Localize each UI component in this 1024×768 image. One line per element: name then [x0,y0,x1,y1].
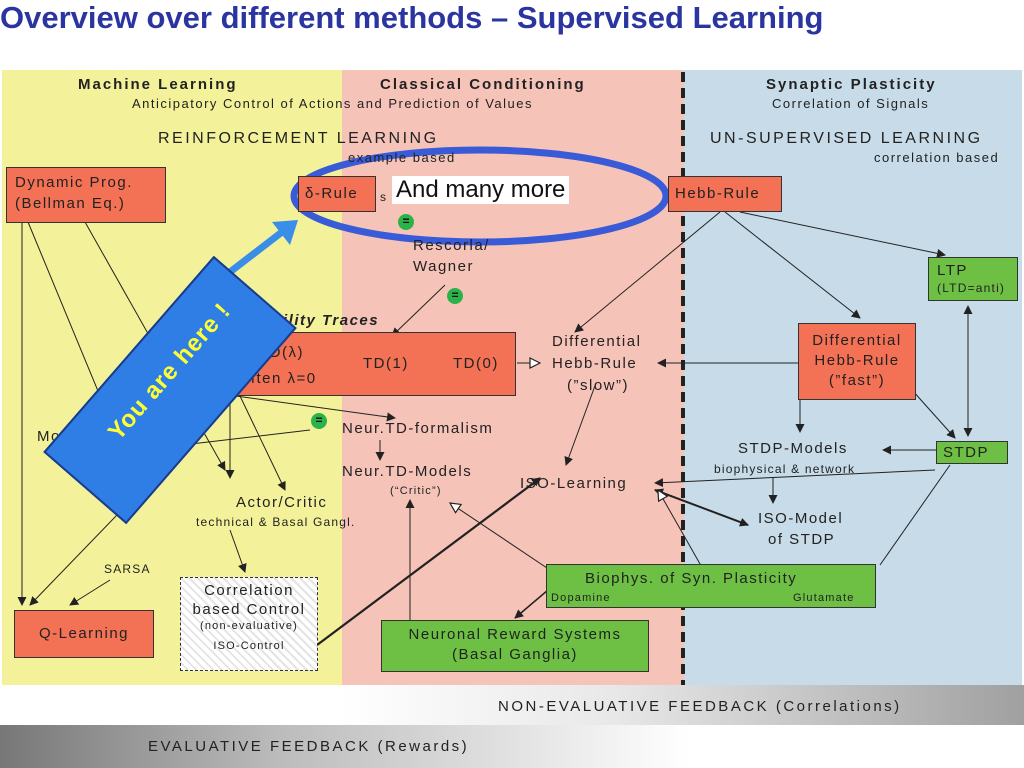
correlation-control-line2: based Control [192,601,306,618]
correlation-control-line4: ISO-Control [213,640,285,652]
neuronal-reward-node: Neuronal Reward Systems (Basal Ganglia) [381,620,649,672]
neur-td-models-sub: (“Critic”) [390,485,442,497]
diff-hebb-fast-line2: Hebb-Rule [814,352,900,369]
evaluative-band [0,725,690,768]
stdp-label: STDP [943,444,990,461]
td-1: TD(1) [363,355,409,372]
reinforcement-learning-label: REINFORCEMENT LEARNING [158,130,439,147]
sarsa-label: SARSA [104,562,151,576]
biophys-label: Biophys. of Syn. Plasticity [585,570,798,587]
correlation-control-line1: Correlation [204,582,294,599]
td-0: TD(0) [453,355,499,372]
non-evaluative-band [340,685,1024,725]
correlation-control-line3: (non-evaluative) [199,620,299,632]
stdp-models-sub: biophysical & network [714,462,856,476]
diff-hebb-fast-line3: (”fast”) [828,372,886,389]
many-more-callout: And many more [392,176,570,204]
equal-marker-2: = [447,288,463,304]
dynamic-prog-line2: (Bellman Eq.) [15,195,126,212]
evaluative-feedback-label: EVALUATIVE FEEDBACK (Rewards) [148,738,470,755]
hebb-rule-node: Hebb-Rule [668,176,782,212]
biophys-glutamate: Glutamate [793,592,855,604]
ltp-line2: (LTD=anti) [937,281,1006,295]
q-learning-node: Q-Learning [14,610,154,658]
delta-rule-suffix: s [380,190,388,204]
delta-rule-node: δ-Rule [298,176,376,212]
correlation-control-node: Correlation based Control (non-evaluativ… [180,577,318,671]
biophys-node: Biophys. of Syn. Plasticity Dopamine Glu… [546,564,876,608]
iso-model-line2: of STDP [768,531,836,548]
neur-td-models-label: Neur.TD-Models [342,463,473,480]
ltp-node: LTP (LTD=anti) [928,257,1018,301]
stdp-node: STDP [936,441,1008,464]
unsupervised-learning-label: UN-SUPERVISED LEARNING [710,130,983,147]
unsupervised-learning-sub: correlation based [874,150,1000,165]
rescorla-line1: Rescorla/ [413,237,490,254]
neuronal-reward-line2: (Basal Ganglia) [452,646,578,663]
iso-learning-label: ISO-Learning [520,475,628,492]
td-often: often λ=0 [241,370,317,387]
delta-rule-label: δ-Rule [305,185,359,202]
neuronal-reward-line1: Neuronal Reward Systems [408,626,622,643]
actor-critic-sub: technical & Basal Gangl. [196,515,356,529]
machine-learning-subtitle: Anticipatory Control of Actions and Pred… [132,96,533,111]
reinforcement-learning-sub: example based [348,150,456,165]
equal-marker-1: = [398,214,414,230]
diff-hebb-slow-line2: Hebb-Rule [552,355,638,372]
stdp-models-label: STDP-Models [738,440,848,457]
slide-title: Overview over different methods – Superv… [0,0,824,35]
hebb-rule-label: Hebb-Rule [675,185,761,202]
neur-td-formalism: Neur.TD-formalism [342,420,494,437]
diff-hebb-fast-line1: Differential [812,332,902,349]
q-learning-label: Q-Learning [38,625,130,642]
iso-model-line1: ISO-Model [758,510,844,527]
dynamic-prog-node: Dynamic Prog. (Bellman Eq.) [6,167,166,223]
machine-learning-title: Machine Learning [78,76,238,93]
dynamic-prog-line1: Dynamic Prog. [15,174,133,191]
non-evaluative-feedback-label: NON-EVALUATIVE FEEDBACK (Correlations) [498,698,902,715]
diff-hebb-fast-node: Differential Hebb-Rule (”fast”) [798,323,916,400]
diff-hebb-slow-line1: Differential [552,333,642,350]
equal-marker-3: = [311,413,327,429]
biophys-dopamine: Dopamine [551,592,611,604]
actor-critic-label: Actor/Critic [236,494,328,511]
classical-conditioning-title: Classical Conditioning [380,76,586,93]
synaptic-plasticity-subtitle: Correlation of Signals [772,96,930,111]
diff-hebb-slow-line3: (”slow”) [567,377,629,394]
ltp-line1: LTP [937,262,968,279]
rescorla-line2: Wagner [413,258,474,275]
synaptic-plasticity-title: Synaptic Plasticity [766,76,937,93]
